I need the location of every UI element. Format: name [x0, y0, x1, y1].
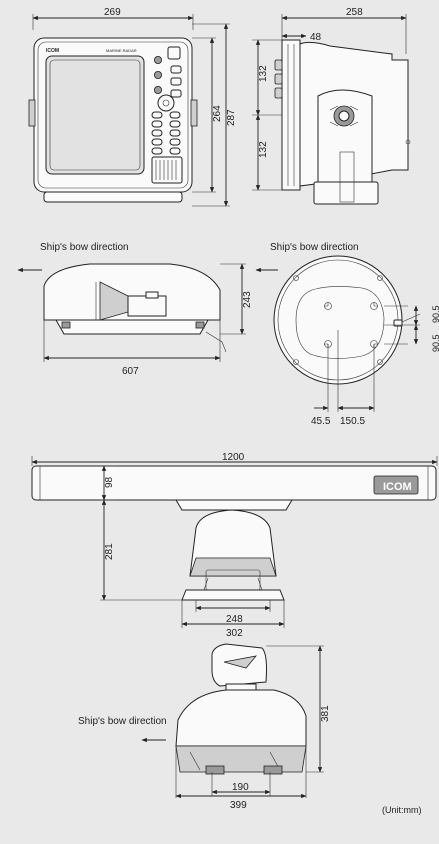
display-upper-half-label: 132: [258, 65, 269, 82]
display-width-label: 269: [104, 7, 121, 18]
radome-diameter-label: 607: [122, 366, 139, 377]
display-brand-label: ICOM: [46, 48, 59, 54]
radome-hole-pitch-b: 90.5: [431, 334, 439, 352]
array-height-label: 98: [104, 476, 115, 488]
radome-bow-label-side: Ship's bow direction: [40, 242, 129, 253]
radome-hole-pitch-a: 90.5: [431, 305, 439, 323]
array-base-outer-label: 302: [226, 628, 243, 639]
display-lower-half-label: 132: [258, 141, 269, 158]
pedestal-side-view: Ship's bow direction 381 190 399: [78, 643, 331, 811]
open-array-view: 1200 ICOM 98 281 248 302: [31, 452, 438, 639]
pedestal-height-label: 381: [320, 705, 331, 722]
array-brand-label: ICOM: [383, 481, 412, 493]
display-bracket-height-label: 287: [226, 109, 237, 126]
pedestal-bow-label: Ship's bow direction: [78, 716, 167, 727]
radome-hole-offset-label: 45.5: [311, 416, 331, 427]
array-length-label: 1200: [222, 452, 245, 463]
radome-side-view: Ship's bow direction 243 607: [17, 242, 253, 377]
display-depth-label: 258: [346, 7, 363, 18]
display-model-label: MARINE RADAR: [106, 48, 137, 53]
display-bracket-offset-label: 48: [310, 32, 322, 43]
display-height-label: 264: [212, 105, 223, 122]
radome-bow-label-top: Ship's bow direction: [270, 242, 359, 253]
display-front-view: 269 ICOM MARINE RADAR: [28, 7, 237, 207]
radome-hole-spacing-label: 150.5: [340, 416, 365, 427]
radome-top-view: Ship's bow direction 90.5 90.5 45.5 150.…: [255, 242, 439, 427]
pedestal-base-outer-label: 399: [230, 800, 247, 811]
unit-note: (Unit:mm): [382, 805, 422, 815]
array-pedestal-height-label: 281: [104, 543, 115, 560]
display-side-view: 258 48 132 132: [252, 7, 411, 205]
array-base-inner-label: 248: [226, 614, 243, 625]
pedestal-base-inner-label: 190: [232, 782, 249, 793]
radome-height-label: 243: [242, 291, 253, 308]
